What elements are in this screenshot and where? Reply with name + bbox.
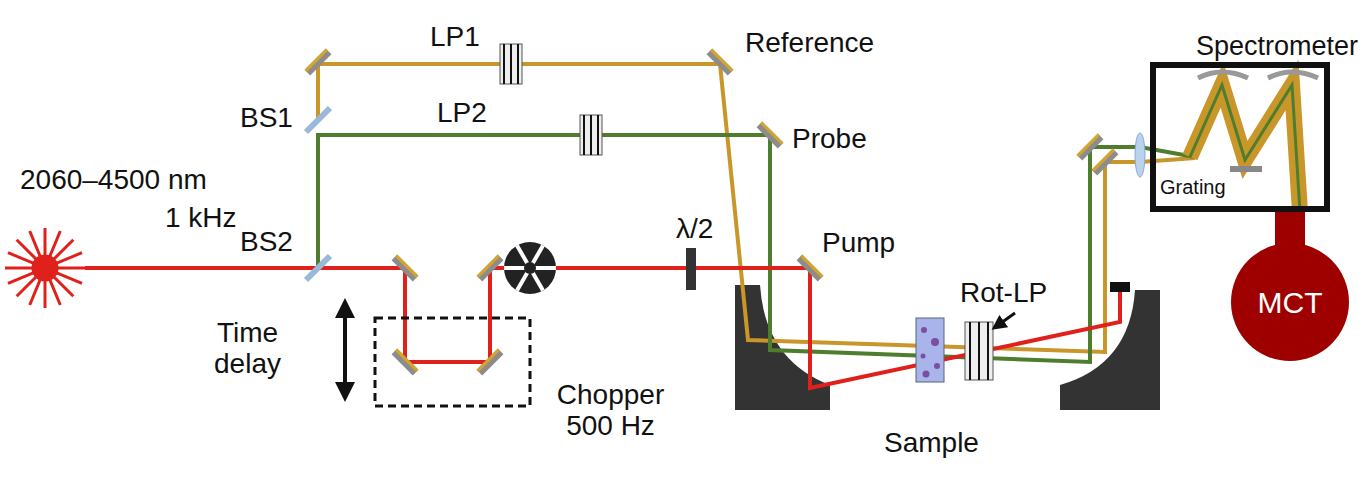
mirror	[477, 255, 504, 282]
laser-source	[8, 253, 82, 284]
polarizer	[503, 44, 505, 84]
beam-splitter	[306, 108, 330, 132]
mirror	[392, 255, 419, 282]
mirror	[305, 49, 332, 76]
half-wave-plate	[686, 248, 696, 290]
node-label: Spectrometer	[1196, 32, 1358, 62]
delay-stage	[343, 302, 347, 398]
sample-cell	[931, 338, 939, 346]
laser-source	[30, 231, 61, 305]
polarizer	[580, 115, 602, 155]
polarizer	[510, 44, 512, 84]
mirror	[1077, 134, 1104, 161]
polarizer	[500, 44, 522, 84]
mirror	[757, 122, 784, 149]
part-label: Sample	[884, 428, 979, 459]
part-label: 2060–4500 nm	[20, 165, 207, 196]
part-label: Pump	[822, 228, 895, 259]
mirror	[477, 349, 504, 376]
polarizer	[590, 115, 592, 155]
laser-source	[8, 253, 82, 284]
sample-cell	[934, 363, 940, 369]
polarizer	[978, 322, 980, 380]
part-label: Chopper 500 Hz	[548, 380, 673, 442]
chopper-wheel	[517, 246, 543, 291]
beam-dump	[1110, 282, 1130, 292]
polarizer	[517, 44, 519, 84]
chopper-wheel	[517, 246, 543, 291]
chopper-wheel	[524, 262, 536, 274]
detector-circle: MCT	[1231, 243, 1349, 361]
pointer-arrow	[994, 313, 1015, 328]
beam-splitter	[306, 256, 330, 280]
mirror	[707, 49, 734, 76]
sample-cell	[916, 318, 944, 382]
part-label: LP2	[437, 98, 487, 129]
parabolic-mirror	[735, 285, 830, 410]
part-label: Reference	[745, 28, 874, 59]
mirror	[797, 255, 824, 282]
laser-source	[5, 228, 85, 308]
delay-stage	[375, 318, 530, 406]
polarizer	[597, 115, 599, 155]
pointer-arrow	[994, 313, 1015, 328]
delay-stage	[345, 302, 530, 406]
mirror	[305, 49, 1119, 376]
laser-beam	[318, 135, 1195, 362]
polarizer	[583, 115, 585, 155]
polarizer	[969, 322, 971, 380]
beam-dump	[1110, 282, 1130, 292]
mirror	[392, 349, 419, 376]
part-label: Probe	[792, 124, 867, 155]
beam-splitter	[306, 108, 330, 280]
laser-beam	[318, 64, 1195, 352]
lens	[1135, 133, 1145, 177]
sample-cell	[916, 318, 944, 382]
grating-label: Grating	[1160, 176, 1226, 198]
part-label: λ/2	[676, 214, 713, 245]
part-label: Rot-LP	[960, 278, 1047, 309]
mirror	[1092, 149, 1119, 176]
part-label: BS1	[240, 103, 293, 134]
part-label: 1 kHz	[165, 203, 237, 234]
polarizer	[965, 322, 993, 380]
spectrometer-optics	[1198, 72, 1248, 78]
spectrometer-optics	[1268, 72, 1318, 78]
lens	[1135, 133, 1145, 177]
part-label: BS2	[240, 227, 293, 258]
laser-beam	[85, 268, 1120, 388]
laser-source	[17, 240, 74, 297]
half-wave-plate	[686, 248, 696, 290]
spectrometer-optics	[1230, 166, 1262, 172]
laser-source	[33, 256, 57, 280]
chopper-wheel	[504, 242, 556, 294]
part-label: Time delay	[200, 318, 295, 380]
sample-cell	[921, 327, 927, 333]
polarizer	[987, 322, 989, 380]
chopper-wheel	[504, 242, 556, 294]
part-label: LP1	[430, 22, 480, 53]
sample-cell	[921, 354, 926, 359]
sample-cell	[923, 371, 930, 378]
node-label: MCT	[1258, 286, 1323, 319]
laser-beam	[85, 64, 1195, 388]
